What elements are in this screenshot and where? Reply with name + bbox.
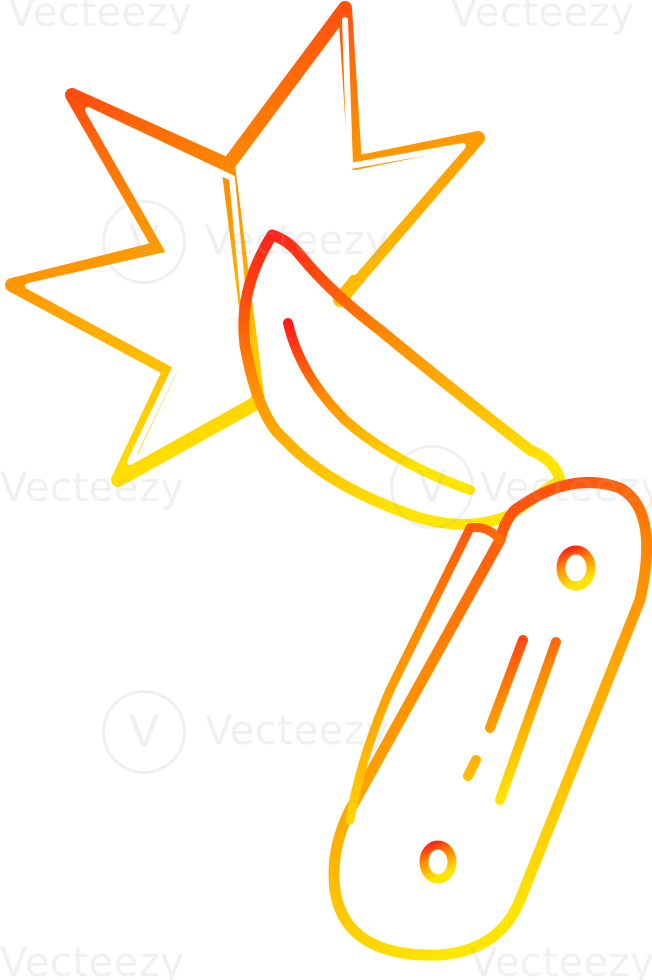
starburst-inner-outline	[25, 17, 466, 465]
knife-handle-detail-lines	[463, 635, 561, 805]
knife-rivet-bottom	[419, 840, 457, 884]
knife-blade-outline	[238, 229, 566, 530]
knife-rivet-top	[556, 545, 596, 591]
knife-handle-inner-edge	[345, 523, 505, 825]
knife-blade-edge	[283, 318, 475, 495]
starburst-outline	[5, 1, 485, 487]
